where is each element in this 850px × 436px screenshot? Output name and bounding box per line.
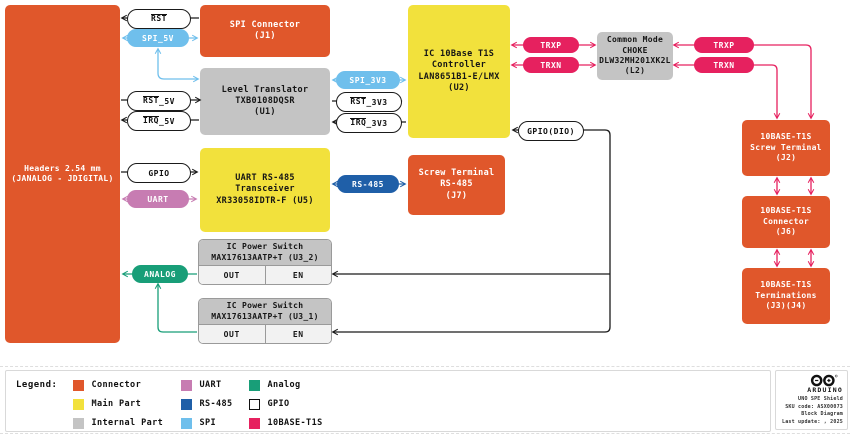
block-t1s-controller-u2: IC 10Base T1S Controller LAN8651B1-E/LMX…	[408, 5, 510, 138]
pill-rst-5v: RST_5V	[127, 91, 191, 111]
block-t1s-terminations-j3-j4: 10BASE-T1S Terminations (J3)(J4)	[742, 268, 830, 324]
analog-branch-wire	[154, 282, 197, 333]
legend-item-10base-t1s: 10BASE-T1S	[249, 417, 379, 429]
en-cell: EN	[264, 266, 332, 284]
rs485-swatch	[181, 398, 193, 410]
gpio-swatch	[249, 398, 261, 410]
pill-spi-3v3: SPI_3V3	[336, 71, 400, 89]
legend-item-internal-part: Internal Part	[73, 417, 181, 429]
legend-item-connector: Connector	[73, 379, 181, 391]
block-level-translator-u1: Level Translator TXB0108DQSR (U1)	[200, 68, 330, 135]
pill-spi-5v: SPI_5V	[127, 29, 189, 47]
legend-title: Legend:	[16, 380, 58, 390]
pill-trxp-left: TRXP	[523, 37, 579, 53]
legend-item-rs485: RS-485	[181, 398, 249, 410]
trxp-right-wire	[672, 41, 815, 120]
legend-item-analog: Analog	[249, 379, 379, 391]
out-cell: OUT	[223, 270, 240, 280]
block-power-switch-u3-2: IC Power Switch MAX17613AATP+T (U3_2) OU…	[198, 239, 332, 285]
rst-label: RST	[151, 14, 167, 24]
block-screw-terminal-rs485-j7: Screw Terminal RS-485 (J7)	[408, 155, 505, 215]
analog-swatch	[249, 379, 261, 391]
pill-trxn-right: TRXN	[694, 57, 754, 73]
divider	[0, 433, 850, 434]
legend-item-main-part: Main Part	[73, 398, 181, 410]
pill-rs485: RS-485	[337, 175, 399, 193]
legend-item-spi: SPI	[181, 417, 249, 429]
block-common-mode-choke-l2: Common Mode CHOKE DLW32MH201XK2L (L2)	[597, 32, 673, 80]
brand-box: ARDUINO UNO SPE Shield SKU code: ASX0007…	[775, 370, 848, 430]
power-switch-u3-1-label: IC Power Switch MAX17613AATP+T (U3_1)	[199, 299, 331, 324]
pill-uart: UART	[127, 190, 189, 208]
pill-irq-3v3: IRQ_3V3	[336, 113, 402, 133]
t1s-swatch	[249, 417, 261, 429]
brand-name: ARDUINO	[807, 386, 843, 394]
block-power-switch-u3-1: IC Power Switch MAX17613AATP+T (U3_1) OU…	[198, 298, 332, 344]
pill-rst: RST	[127, 9, 191, 29]
pill-analog: ANALOG	[132, 265, 188, 283]
pill-gpio-dio: GPIO(DIO)	[518, 121, 584, 141]
pill-irq-5v: IRQ_5V	[127, 111, 191, 131]
en-cell: EN	[264, 325, 332, 343]
block-t1s-connector-j6: 10BASE-T1S Connector (J6)	[742, 196, 830, 248]
pill-trxp-right: TRXP	[694, 37, 754, 53]
spi-5v-branch-wire	[154, 47, 200, 83]
legend: Legend: Connector Main Part Internal Par…	[5, 370, 771, 432]
legend-item-gpio: GPIO	[249, 398, 379, 410]
block-headers: Headers 2.54 mm (JANALOG - JDIGITAL)	[5, 5, 120, 343]
connector-swatch	[73, 379, 85, 391]
pill-rst-3v3: RST_3V3	[336, 92, 402, 112]
legend-grid: Connector Main Part Internal Part UART R…	[73, 377, 379, 431]
pill-trxn-left: TRXN	[523, 57, 579, 73]
brand-info: UNO SPE Shield SKU code: ASX00073 Block …	[782, 396, 843, 425]
internal-part-swatch	[73, 417, 85, 429]
main-part-swatch	[73, 398, 85, 410]
block-uart-rs485-transceiver-u5: UART RS-485 Transceiver XR33058IDTR-F (U…	[200, 148, 330, 232]
arduino-logo-icon	[810, 374, 838, 387]
pill-gpio: GPIO	[127, 163, 191, 183]
block-spi-connector-j1: SPI Connector (J1)	[200, 5, 330, 57]
divider	[0, 366, 850, 367]
block-t1s-screw-terminal-j2: 10BASE-T1S Screw Terminal (J2)	[742, 120, 830, 176]
out-cell: OUT	[223, 329, 240, 339]
spi-swatch	[181, 417, 193, 429]
legend-item-uart: UART	[181, 379, 249, 391]
power-switch-u3-2-label: IC Power Switch MAX17613AATP+T (U3_2)	[199, 240, 331, 265]
uart-swatch	[181, 379, 193, 391]
